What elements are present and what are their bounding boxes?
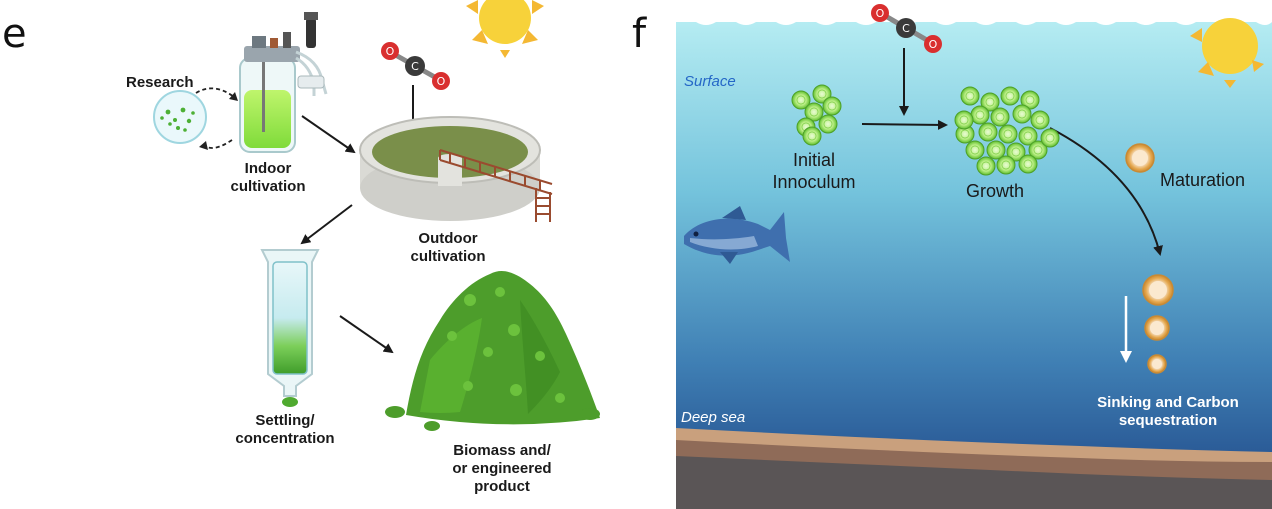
algae-cell xyxy=(986,140,1006,160)
algae-cell xyxy=(1030,110,1050,130)
algae-cell-core xyxy=(1023,131,1033,141)
sinking-cyst-large xyxy=(1142,274,1174,306)
inoculum-cell-cluster xyxy=(791,84,842,146)
algae-cell-core xyxy=(985,97,995,107)
sinking-cyst-medium xyxy=(1144,315,1170,341)
algae-cell-core xyxy=(817,89,827,99)
co2-molecule-f: O C O xyxy=(871,4,942,53)
algae-cell-core xyxy=(960,129,970,139)
label-indoor-cultivation: Indoor cultivation xyxy=(230,160,306,195)
algae-cell-core xyxy=(1005,91,1015,101)
algae-cell xyxy=(822,96,842,116)
fish-icon xyxy=(684,206,790,264)
algae-cell xyxy=(978,122,998,142)
algae-cell-core xyxy=(1033,145,1043,155)
algae-cell xyxy=(996,155,1016,175)
arrow-indoor-to-outdoor xyxy=(301,115,356,154)
algae-cell xyxy=(1000,86,1020,106)
ocean-panel xyxy=(676,0,1272,509)
sun-icon-f xyxy=(1190,18,1264,88)
atom-c: C xyxy=(411,60,419,73)
algae-cell xyxy=(965,140,985,160)
atom-c: C xyxy=(902,22,910,35)
outdoor-pond-icon xyxy=(359,116,553,222)
arrow-outdoor-to-settling xyxy=(300,204,353,245)
algae-cell xyxy=(791,90,811,110)
algae-cell xyxy=(804,102,824,122)
co2-molecule-e: O C O xyxy=(381,42,450,90)
algae-cell-core xyxy=(965,91,975,101)
algae-cell-core xyxy=(1011,147,1021,157)
panel-letter-f: f xyxy=(632,11,647,57)
algae-cell-core xyxy=(959,115,969,125)
atom-o-1: O xyxy=(386,45,395,58)
algae-cell xyxy=(1006,142,1026,162)
atom-o-2: O xyxy=(929,38,938,51)
label-deep-sea: Deep sea xyxy=(681,409,746,426)
algae-cell-core xyxy=(809,107,819,117)
algae-cell xyxy=(970,105,990,125)
algae-cell-core xyxy=(1025,95,1035,105)
algae-cell-core xyxy=(983,127,993,137)
algae-cell-core xyxy=(1017,109,1027,119)
algae-cell-core xyxy=(995,112,1005,122)
atom-o-2: O xyxy=(437,75,446,88)
algae-cell xyxy=(990,107,1010,127)
label-maturation: Maturation xyxy=(1160,170,1246,190)
maturation-cyst-icon xyxy=(1125,143,1155,173)
label-outdoor-cultivation: Outdoor cultivation xyxy=(410,230,486,265)
arrow-growth-to-sinking xyxy=(1049,127,1163,256)
panel-letter-e: e xyxy=(2,11,27,57)
algae-cell xyxy=(818,114,838,134)
petri-dish-icon xyxy=(153,90,207,144)
algae-cell xyxy=(1018,154,1038,174)
algae-cell xyxy=(976,156,996,176)
arrow-inoculum-to-growth xyxy=(861,119,948,130)
algae-cell xyxy=(1040,128,1060,148)
algae-cell xyxy=(1012,104,1032,124)
atom-o-1: O xyxy=(876,7,885,20)
algae-cell-core xyxy=(991,145,1001,155)
label-sinking: Sinking and Carbon sequestration xyxy=(1097,394,1239,429)
algae-cell xyxy=(1018,126,1038,146)
algae-cell xyxy=(980,92,1000,112)
settling-tube-icon xyxy=(260,249,320,407)
algae-cell xyxy=(960,86,980,106)
label-research: Research xyxy=(126,74,194,91)
algae-cell-core xyxy=(1035,115,1045,125)
algae-cell xyxy=(998,124,1018,144)
arrow-settling-to-biomass xyxy=(339,315,394,354)
algae-cell-core xyxy=(827,101,837,111)
label-biomass: Biomass and/ or engineered product xyxy=(452,442,552,495)
bioreactor-icon xyxy=(239,12,328,153)
research-cycle-arrows xyxy=(195,87,235,149)
algae-cell-core xyxy=(796,95,806,105)
algae-cell-core xyxy=(823,119,833,129)
biomass-pile-icon xyxy=(385,271,600,431)
label-surface: Surface xyxy=(684,73,736,90)
label-initial-inoculum: Initial Innoculum xyxy=(772,150,856,192)
algae-cell-core xyxy=(970,145,980,155)
algae-cell xyxy=(1028,140,1048,160)
algae-cell-core xyxy=(1023,159,1033,169)
algae-cell-core xyxy=(975,110,985,120)
algae-cell-core xyxy=(807,131,817,141)
sinking-cyst-small xyxy=(1147,354,1167,374)
label-growth: Growth xyxy=(966,181,1025,201)
algae-cell-core xyxy=(1003,129,1013,139)
algae-cell-core xyxy=(1045,133,1055,143)
label-settling: Settling/ concentration xyxy=(235,412,335,447)
algae-cell xyxy=(954,110,974,130)
growth-cell-cluster xyxy=(954,86,1060,176)
algae-cell xyxy=(802,126,822,146)
algae-cell-core xyxy=(981,161,991,171)
sun-icon-e xyxy=(466,0,544,58)
algae-cell-core xyxy=(1001,160,1011,170)
research-arrowheads xyxy=(199,92,238,150)
